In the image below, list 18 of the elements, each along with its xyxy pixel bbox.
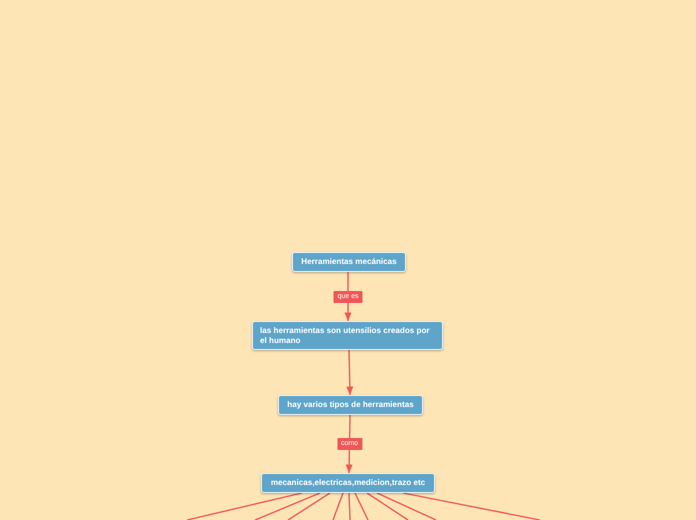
connector-line (186, 492, 302, 520)
connector-line (402, 492, 540, 520)
connector-line (376, 492, 436, 520)
connector-line (366, 492, 408, 520)
concept-box (278, 395, 423, 415)
connector-line (288, 492, 330, 520)
connector-line (354, 492, 369, 520)
concept-text: Herramientas mecánicas (301, 257, 397, 267)
concept-text: las herramientas son utensilios creados por el humano (260, 326, 431, 346)
connector-line (348, 492, 351, 520)
concept-box (252, 321, 443, 350)
concept-text: hay varios tipos de herramientas (287, 400, 414, 410)
concept-box (292, 252, 406, 272)
concept-text: mecanicas,electricas,medicion,trazo etc (270, 478, 426, 488)
arrow (346, 350, 354, 396)
connector-line (332, 492, 344, 520)
concept-box (261, 473, 435, 493)
connector-line (254, 492, 320, 520)
